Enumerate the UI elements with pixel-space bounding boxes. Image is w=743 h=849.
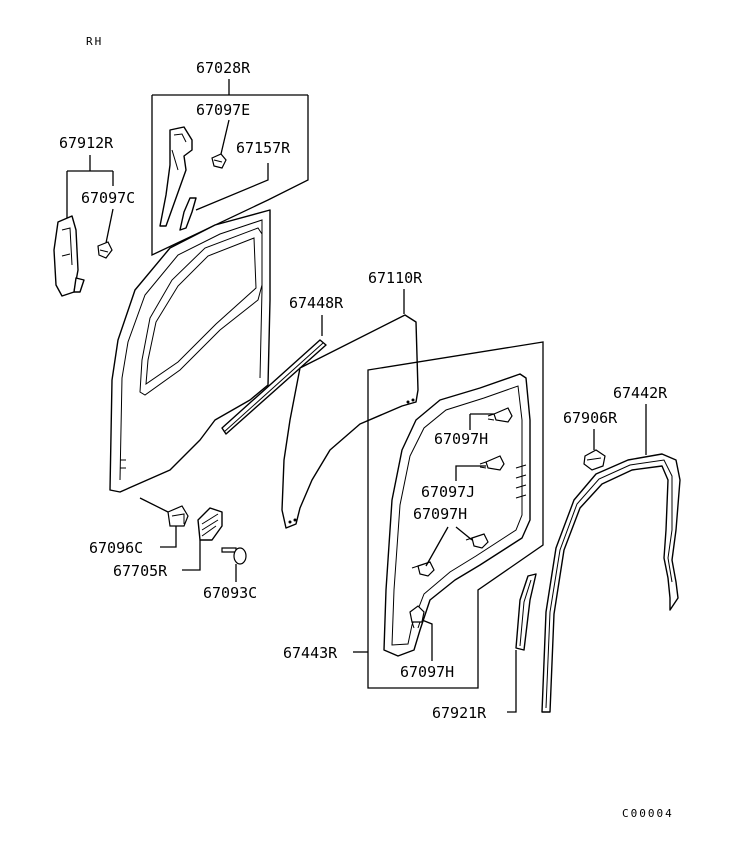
callout-67097H[interactable]: 67097H: [400, 663, 454, 681]
corner-trim-part[interactable]: [159, 126, 197, 231]
clip-67097H-part[interactable]: [465, 533, 489, 549]
callout-67157R[interactable]: 67157R: [236, 139, 291, 157]
clip-67097H-part[interactable]: [409, 605, 425, 629]
side-indicator: RH: [86, 35, 103, 48]
belt-molding-part[interactable]: [221, 339, 327, 435]
callout-67705R[interactable]: 67705R: [113, 562, 168, 580]
clip-67097E-part[interactable]: [211, 153, 227, 169]
door-frame-part[interactable]: [109, 209, 271, 493]
callout-67912R[interactable]: 67912R: [59, 134, 114, 152]
callout-67097C[interactable]: 67097C: [81, 189, 135, 207]
callout-67093C[interactable]: 67093C: [203, 584, 257, 602]
clip-67097C-part[interactable]: [97, 241, 113, 259]
clip-67097H-part[interactable]: [487, 407, 513, 423]
weatherstrip-67442R-part[interactable]: [541, 453, 681, 713]
callout-67097J[interactable]: 67097J: [421, 483, 475, 501]
callout-67097H[interactable]: 67097H: [413, 505, 467, 523]
callout-67448R[interactable]: 67448R: [289, 294, 344, 312]
callout-67906R[interactable]: 67906R: [563, 409, 618, 427]
diagram-code: C00004: [622, 807, 674, 820]
clip-67097J-part[interactable]: [479, 455, 505, 471]
door-glass-part[interactable]: [281, 314, 419, 529]
weatherstrip-67921R-part[interactable]: [515, 573, 537, 651]
pillar-trim-part[interactable]: [53, 215, 85, 297]
clip-67096C-part[interactable]: [167, 505, 189, 527]
callout-67096C[interactable]: 67096C: [89, 539, 143, 557]
callout-67921R[interactable]: 67921R: [432, 704, 487, 722]
callout-67097E[interactable]: 67097E: [196, 101, 250, 119]
pin-67093C-part[interactable]: [221, 547, 247, 565]
bracket-67705R-part[interactable]: [197, 507, 223, 541]
callout-67028R[interactable]: 67028R: [196, 59, 251, 77]
callout-67443R[interactable]: 67443R: [283, 644, 338, 662]
grommet-67906R-part[interactable]: [583, 449, 606, 471]
callout-67097H[interactable]: 67097H: [434, 430, 488, 448]
callout-67110R[interactable]: 67110R: [368, 269, 423, 287]
door-weatherstrip-part[interactable]: [383, 373, 531, 657]
callout-67442R[interactable]: 67442R: [613, 384, 668, 402]
